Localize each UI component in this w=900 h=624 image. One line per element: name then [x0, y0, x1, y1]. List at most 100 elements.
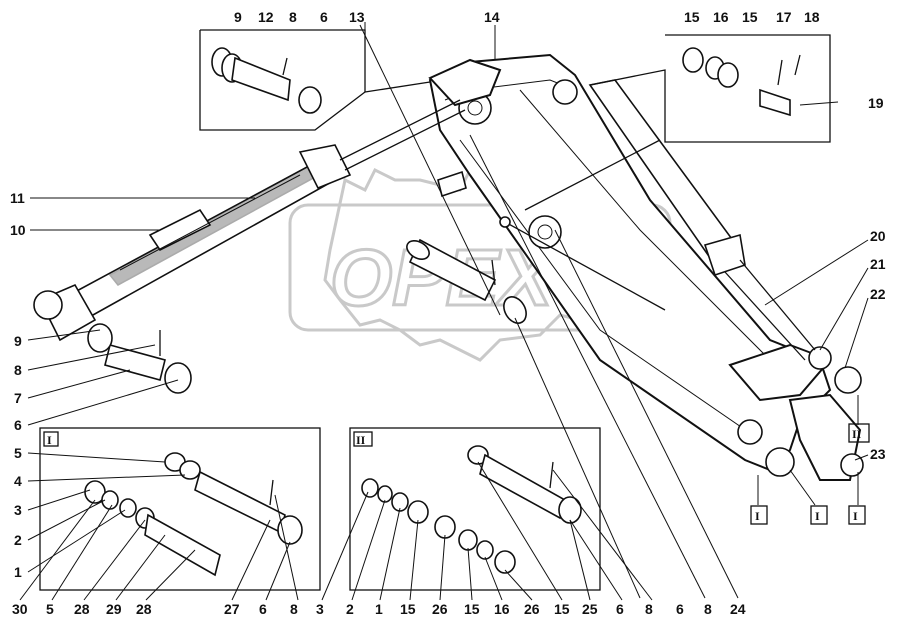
callout-24: 24 [730, 601, 746, 617]
detail-box-I: I [39, 427, 321, 591]
callouts-top: 9 12 8 6 13 14 15 16 15 17 18 19 [234, 9, 884, 111]
callout-16-bottom: 16 [494, 601, 510, 617]
ring-15-a [682, 47, 704, 73]
section-mark-2: I [815, 509, 820, 523]
boom-assembly [428, 53, 864, 481]
callout-15-bottom-a: 15 [400, 601, 416, 617]
pin-17 [777, 59, 783, 86]
callout-26-b: 26 [524, 601, 540, 617]
callout-4: 4 [14, 473, 22, 489]
callout-19: 19 [868, 95, 884, 111]
callout-2-bottom: 2 [346, 601, 354, 617]
callout-1-left: 1 [14, 564, 22, 580]
loose-parts [87, 139, 666, 394]
ring-6-top [298, 86, 322, 114]
callouts-right: 20 21 22 23 [870, 228, 886, 462]
callout-11: 11 [10, 190, 25, 206]
callout-14: 14 [484, 9, 500, 25]
pin-assembly-I [144, 513, 221, 577]
callout-28-a: 28 [74, 601, 90, 617]
callout-28-b: 28 [136, 601, 152, 617]
callout-15-top-b: 15 [742, 9, 758, 25]
boom-base-upper-eye [808, 346, 832, 370]
callout-21: 21 [870, 256, 886, 272]
callout-16-top: 16 [713, 9, 729, 25]
cylinder-gland [298, 144, 352, 190]
callout-8-bottom-I: 8 [290, 601, 298, 617]
pin-19 [759, 88, 791, 117]
cylinder-head-bushing [33, 290, 63, 320]
callout-8-left: 8 [14, 362, 22, 378]
detail-box-I-title: I [47, 433, 52, 447]
callout-27: 27 [224, 601, 240, 617]
callouts-left: 11 10 9 8 7 6 5 4 3 2 1 [10, 190, 26, 580]
callout-9-left: 9 [14, 333, 22, 349]
pin-12 [231, 56, 291, 102]
callout-2-left: 2 [14, 532, 22, 548]
callouts-bottom: 30 5 28 29 28 27 6 8 3 2 1 15 26 15 16 2… [12, 601, 746, 617]
callout-30: 30 [12, 601, 28, 617]
callout-25: 25 [582, 601, 598, 617]
callout-26-a: 26 [432, 601, 448, 617]
callout-9-top: 9 [234, 9, 242, 25]
boom-base-lower-eye [840, 453, 864, 477]
section-mark-4: I [853, 509, 858, 523]
callout-15-bottom-c: 15 [554, 601, 570, 617]
detail-box-top-left [199, 29, 431, 131]
section-marks: I I II I [750, 423, 870, 525]
cotter-8-top [282, 57, 288, 76]
boom-cylinder-rod [739, 259, 816, 351]
detail-box-II-title: II [356, 433, 366, 447]
callout-1-bottom: 1 [375, 601, 383, 617]
boom-cylinder-pivot [552, 79, 578, 105]
callout-12: 12 [258, 9, 274, 25]
callout-8-top: 8 [289, 9, 297, 25]
cylinder-rod [339, 99, 461, 161]
boom-cylinder [588, 79, 816, 361]
detail-box-I-frame [39, 427, 321, 591]
detail-box-top-right [589, 34, 831, 143]
rod-24 [504, 221, 666, 311]
callout-3-bottom: 3 [316, 601, 324, 617]
callout-20: 20 [870, 228, 886, 244]
callout-13: 13 [349, 9, 365, 25]
callout-18: 18 [804, 9, 820, 25]
section-mark-1: I [755, 509, 760, 523]
callout-6-left: 6 [14, 417, 22, 433]
leader-lines [27, 22, 869, 599]
callout-15-bottom-b: 15 [464, 601, 480, 617]
callout-6-bottom-I: 6 [259, 601, 267, 617]
ring-15-b [717, 62, 739, 88]
callout-5-bottom: 5 [46, 601, 54, 617]
callout-8-bottom-b: 8 [704, 601, 712, 617]
callout-29: 29 [106, 601, 122, 617]
callout-8-bottom-a: 8 [645, 601, 653, 617]
ring-6-I [277, 515, 303, 545]
callout-22: 22 [870, 286, 886, 302]
callout-3-left: 3 [14, 502, 22, 518]
callout-15-top-a: 15 [684, 9, 700, 25]
pin-7 [104, 344, 166, 381]
boom-base-pin-eye [737, 419, 763, 445]
cylinder-pipe-bracket [148, 208, 212, 252]
leader-lines-bottom [19, 461, 653, 601]
callout-23: 23 [870, 446, 886, 462]
bushing-9-left [87, 323, 113, 353]
callout-6-top: 6 [320, 9, 328, 25]
ring-13 [503, 296, 527, 324]
bolt-14 [437, 170, 467, 198]
pin-27 [194, 470, 286, 534]
callout-5-left: 5 [14, 445, 22, 461]
arm-cylinder [33, 99, 466, 342]
callout-17: 17 [776, 9, 792, 25]
boom-base-right-lug [834, 366, 862, 394]
section-mark-3: II [852, 427, 862, 441]
callout-6-bottom-a: 6 [616, 601, 624, 617]
callout-7: 7 [14, 390, 22, 406]
callout-6-bottom-b: 6 [676, 601, 684, 617]
callout-10: 10 [10, 222, 26, 238]
boom-base-left-lug [765, 447, 795, 477]
cotter-18 [794, 54, 801, 76]
ring-6-left [164, 362, 192, 394]
